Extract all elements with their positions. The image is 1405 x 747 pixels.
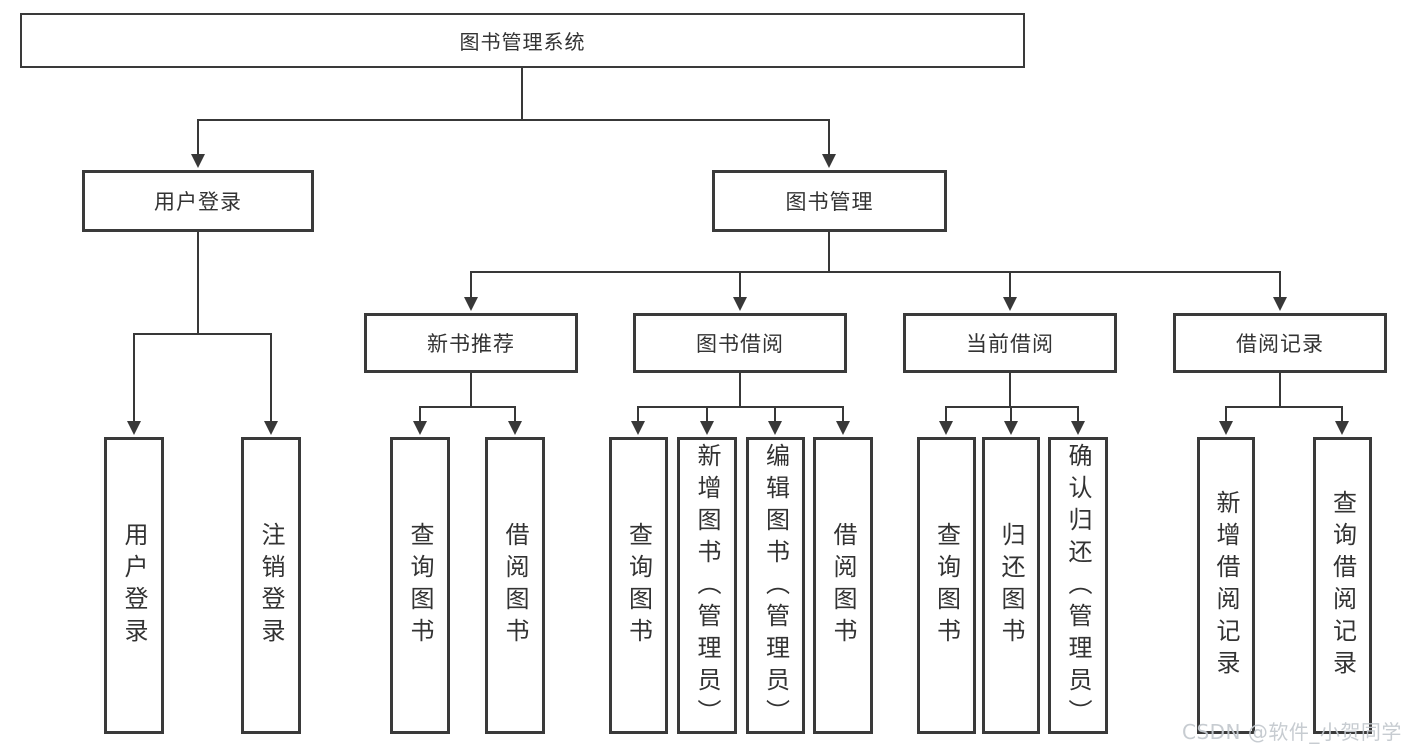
leaf-query-books-borrow: 查询图书 <box>609 437 668 734</box>
leaf-query-books-recommend-label: 查询图书 <box>406 521 434 650</box>
leaf-query-books-current: 查询图书 <box>917 437 976 734</box>
leaf-logout-label: 注销登录 <box>257 521 285 650</box>
leaf-user-login: 用户登录 <box>104 437 164 734</box>
leaf-borrow-books-recommend-label: 借阅图书 <box>501 521 529 650</box>
node-library-management-system: 图书管理系统 <box>20 13 1025 68</box>
leaf-query-borrow-record-label: 查询借阅记录 <box>1328 489 1357 682</box>
leaf-query-books-borrow-label: 查询图书 <box>624 521 653 650</box>
leaf-return-books: 归还图书 <box>982 437 1040 734</box>
leaf-query-books-current-label: 查询图书 <box>932 521 961 650</box>
leaf-return-books-label: 归还图书 <box>997 521 1025 650</box>
node-new-book-recommendation: 新书推荐 <box>364 313 578 373</box>
connector-book-borrow-children <box>631 373 850 435</box>
node-current-borrowing: 当前借阅 <box>903 313 1117 373</box>
node-book-management: 图书管理 <box>712 170 947 232</box>
connector-current-borrow-children <box>939 373 1085 435</box>
leaf-query-books-recommend: 查询图书 <box>390 437 450 734</box>
leaf-add-books-admin: 新增图书（管理员） <box>677 437 737 734</box>
connector-user-login-children <box>127 232 278 435</box>
node-book-borrowing: 图书借阅 <box>633 313 847 373</box>
connector-book-management-children <box>464 232 1287 311</box>
leaf-borrow-books-label: 借阅图书 <box>829 521 857 650</box>
node-user-login: 用户登录 <box>82 170 314 232</box>
leaf-edit-books-admin-label: 编辑图书（管理员） <box>761 443 790 731</box>
leaf-confirm-return-admin: 确认归还（管理员） <box>1048 437 1108 734</box>
leaf-logout: 注销登录 <box>241 437 301 734</box>
leaf-borrow-books: 借阅图书 <box>813 437 873 734</box>
leaf-borrow-books-recommend: 借阅图书 <box>485 437 545 734</box>
csdn-watermark: CSDN @软件_小贺同学 <box>1182 720 1402 744</box>
connector-new-book-children <box>413 373 522 435</box>
leaf-add-borrow-record: 新增借阅记录 <box>1197 437 1255 734</box>
leaf-user-login-label: 用户登录 <box>120 521 148 650</box>
node-borrowing-records: 借阅记录 <box>1173 313 1387 373</box>
leaf-add-borrow-record-label: 新增借阅记录 <box>1212 489 1240 682</box>
leaf-query-borrow-record: 查询借阅记录 <box>1313 437 1372 734</box>
leaf-add-books-admin-label: 新增图书（管理员） <box>693 443 721 731</box>
leaf-edit-books-admin: 编辑图书（管理员） <box>746 437 805 734</box>
connector-root-to-level2 <box>191 68 836 168</box>
leaf-confirm-return-admin-label: 确认归还（管理员） <box>1064 443 1092 731</box>
connector-borrow-record-children <box>1219 373 1349 435</box>
